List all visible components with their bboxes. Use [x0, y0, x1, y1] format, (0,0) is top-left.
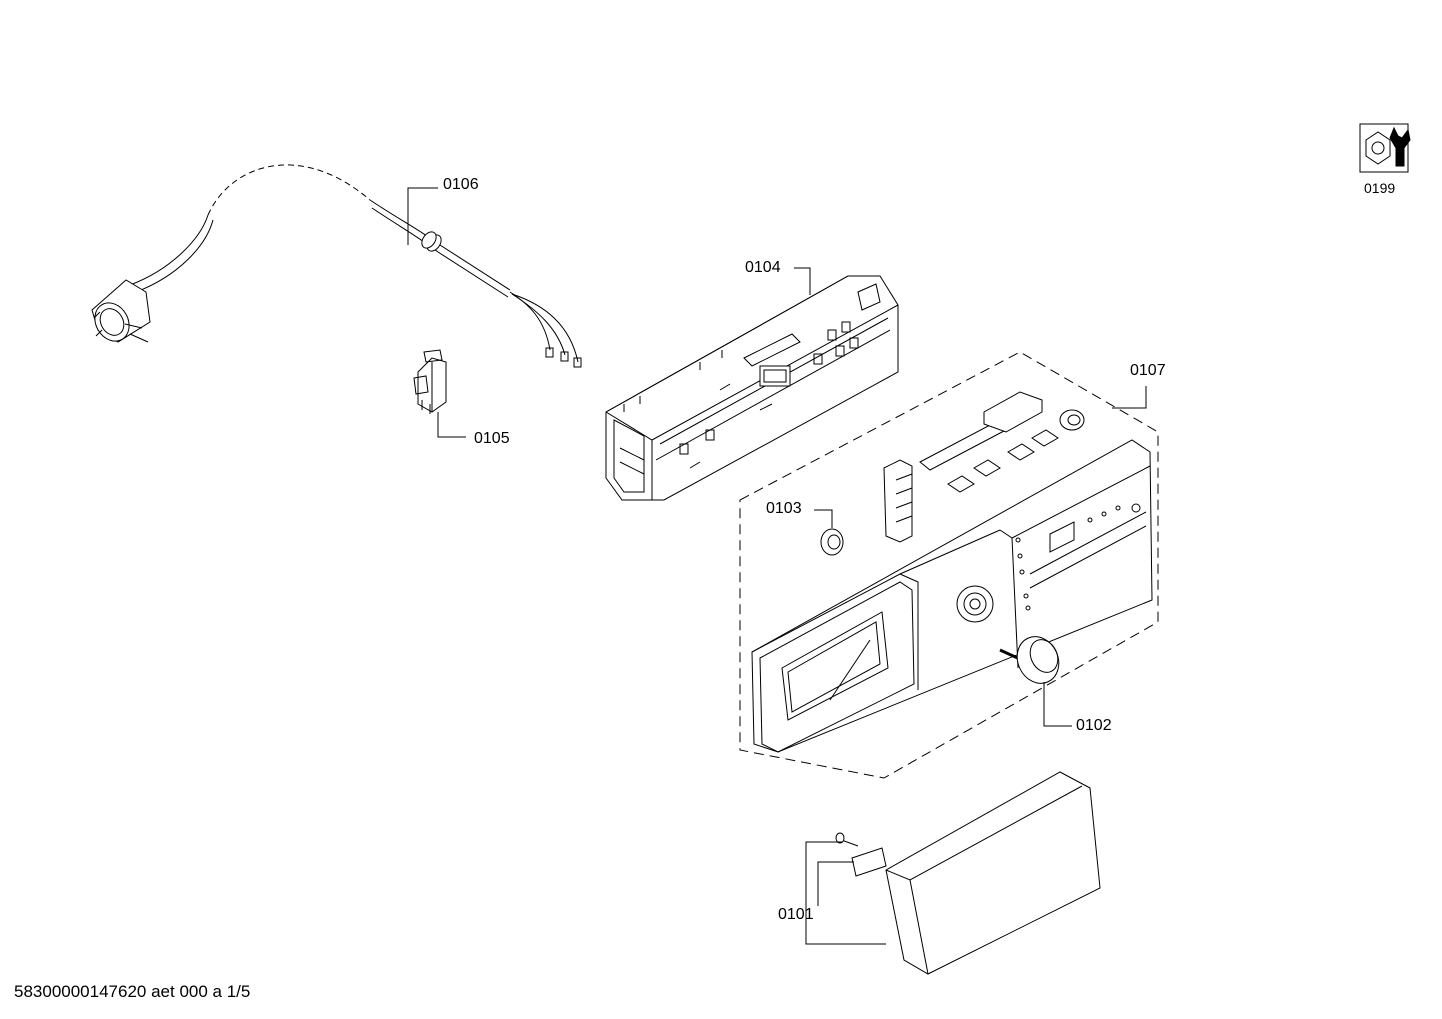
label-0102: 0102: [1076, 717, 1112, 734]
control-module-carrier-part: [606, 268, 898, 500]
wrench-nut-icon: [1360, 124, 1410, 172]
power-cord-part: [88, 165, 581, 367]
label-0105: 0105: [474, 430, 510, 447]
program-knob-part: [1000, 630, 1072, 726]
drawer-handle-part: [806, 772, 1100, 974]
label-0106: 0106: [443, 176, 479, 193]
label-0101: 0101: [778, 906, 814, 923]
knob-bearing-part: [814, 510, 843, 555]
power-cord-cable: [130, 215, 208, 285]
schuko-plug: [88, 280, 150, 347]
document-reference: 58300000147620 aet 000 a 1/5: [14, 982, 251, 1001]
label-0107: 0107: [1130, 362, 1166, 379]
service-icon-label: 0199: [1364, 180, 1396, 196]
fascia-panel-part: [740, 352, 1158, 778]
label-0103: 0103: [766, 500, 802, 517]
assembly-boundary-dashed: [740, 352, 1158, 778]
label-0104: 0104: [745, 259, 781, 276]
interference-suppressor-part: [414, 350, 466, 437]
program-knob-socket: [957, 586, 993, 622]
power-cord-cable-dashed: [208, 165, 370, 215]
